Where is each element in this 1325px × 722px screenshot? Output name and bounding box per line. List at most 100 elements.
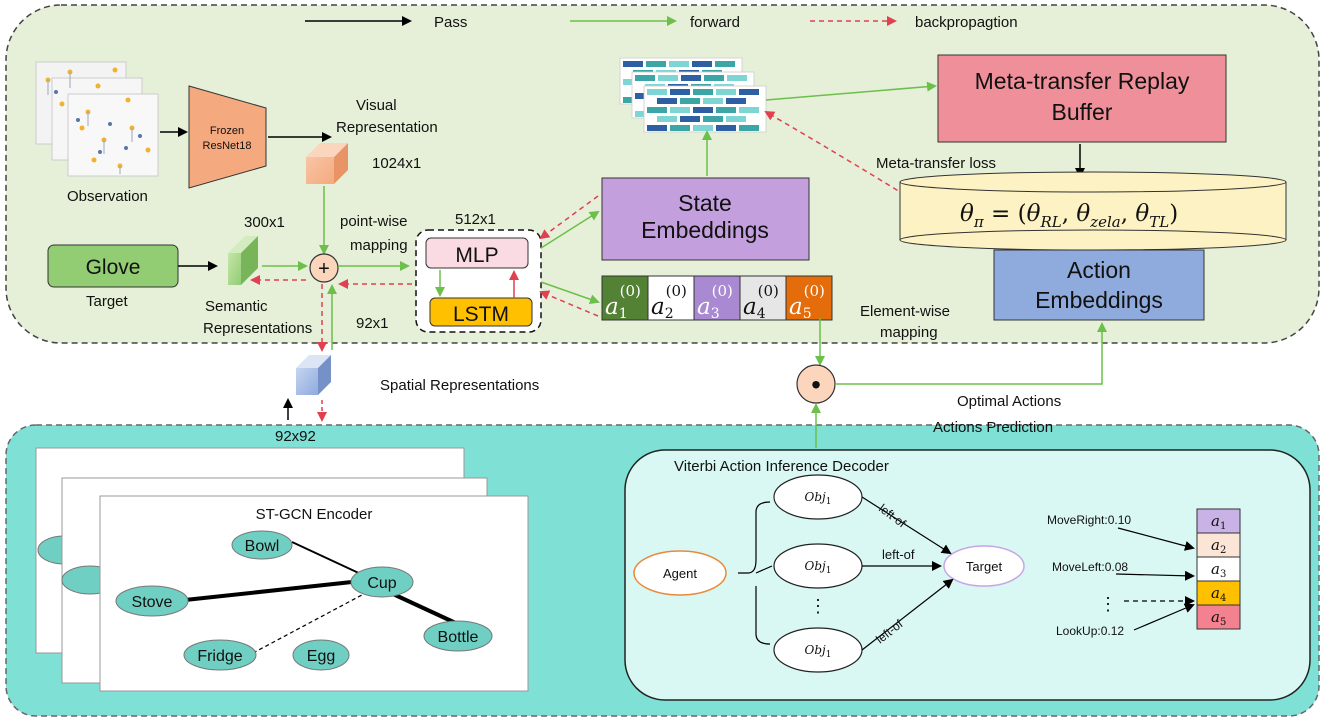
action-stack-cell-1	[1196, 508, 1241, 534]
action-stack-label-4: a4	[1211, 584, 1226, 604]
parameter-cylinder	[899, 171, 1287, 251]
prob-move-left: MoveLeft:0.08	[1052, 560, 1128, 574]
glove-label: Glove	[86, 256, 141, 279]
mlp-block	[425, 237, 529, 269]
frozen-resnet18-block	[188, 85, 267, 189]
legend-pass-label: Pass	[434, 14, 467, 31]
parameter-equation: θπ = (θRL, θzela, θTL)	[960, 201, 1178, 231]
initial-action-label-4: a4(0)	[743, 282, 779, 322]
action-stack-label-2: a2	[1211, 536, 1226, 556]
stgcn-node-label-fridge: Fridge	[197, 648, 242, 665]
action-stack-cell-4	[1196, 580, 1241, 606]
action-embeddings-box	[993, 249, 1205, 321]
action-stack-label-5: a5	[1211, 608, 1226, 628]
policy-dim-label: 512x1	[455, 211, 496, 228]
brick	[715, 61, 735, 67]
backprop-state-to-policy	[539, 195, 599, 240]
elementwise-dot: •	[811, 369, 821, 400]
brick	[727, 75, 747, 81]
brick	[693, 125, 713, 131]
pointwise-label-line1: point-wise	[340, 213, 408, 230]
state-embeddings-box	[601, 177, 810, 261]
stgcn-node-stove	[115, 585, 189, 617]
brick	[704, 75, 724, 81]
resnet-label-line1: Frozen	[210, 125, 244, 137]
brick	[716, 89, 736, 95]
brick	[739, 125, 759, 131]
stgcn-node-label-bowl: Bowl	[245, 538, 280, 555]
visual-rep-label-line2: Representation	[336, 119, 438, 136]
stgcn-node-cup	[350, 566, 414, 598]
observation-label: Observation	[67, 188, 148, 205]
embedding-brick-stack	[619, 57, 767, 133]
brick	[739, 89, 759, 95]
state-embeddings-line2: Embeddings	[641, 217, 769, 243]
elementwise-label-line1: Element-wise	[860, 303, 950, 320]
mlp-label: MLP	[455, 244, 498, 267]
legend: Pass forward backpropagtion	[305, 14, 1018, 31]
obj-node-label-1: Obj1	[805, 490, 832, 507]
stgcn-title: ST-GCN Encoder	[256, 506, 373, 523]
target-node	[943, 545, 1025, 587]
stgcn-node-bottle	[423, 620, 493, 652]
initial-action-label-3: a3(0)	[697, 282, 733, 322]
arrow-moveright-to-stack	[1117, 527, 1195, 551]
spatial-dim-label-bottom: 92x92	[275, 428, 316, 445]
brick	[635, 75, 655, 81]
target-label: Target	[86, 293, 129, 310]
brick	[726, 116, 746, 122]
prob-look-up: LookUp:0.12	[1056, 624, 1124, 638]
obj-node-label-3: Obj1	[805, 643, 832, 660]
agent-brace	[738, 501, 771, 645]
brick	[647, 107, 667, 113]
meta-transfer-loss-label: Meta-transfer loss	[876, 155, 996, 172]
arrow-lookup-to-stack	[1133, 603, 1195, 631]
visual-representation-cube	[306, 143, 348, 184]
semantic-rep-label-line2: Representations	[203, 320, 312, 337]
brick	[692, 61, 712, 67]
initial-action-cell-5	[785, 275, 833, 321]
arrow-dot-to-action-embeddings	[836, 322, 1107, 385]
lstm-label: LSTM	[453, 303, 509, 326]
actions-prediction-label: Actions Prediction	[933, 419, 1053, 436]
brick	[658, 75, 678, 81]
obj-node-label-2: Obj1	[805, 559, 832, 576]
stgcn-node-label-stove: Stove	[132, 594, 173, 611]
stgcn-node-fridge	[183, 639, 257, 671]
brick	[670, 125, 690, 131]
initial-action-cell-1	[601, 275, 649, 321]
action-stack-cell-5	[1196, 604, 1241, 630]
stgcn-node-egg	[292, 639, 350, 671]
prob-move-right: MoveRight:0.10	[1047, 513, 1131, 527]
stgcn-node-bowl	[231, 530, 293, 560]
target-node-label: Target	[966, 559, 1003, 574]
backprop-actions-to-policy	[539, 290, 599, 317]
brick	[680, 116, 700, 122]
initial-action-label-1: a1(0)	[605, 282, 641, 322]
optimal-actions-label: Optimal Actions	[957, 393, 1061, 410]
brick	[669, 61, 689, 67]
observation-images	[35, 61, 159, 177]
visual-dim-label: 1024x1	[372, 155, 421, 172]
brick	[646, 61, 666, 67]
stgcn-node-label-cup: Cup	[367, 575, 396, 592]
brick	[726, 98, 746, 104]
initial-actions-row: a1(0)a2(0)a3(0)a4(0)a5(0)	[601, 275, 833, 322]
brick	[647, 89, 667, 95]
stgcn-node-label-egg: Egg	[307, 648, 335, 665]
spatial-rep-label: Spatial Representations	[380, 377, 539, 394]
brick	[703, 98, 723, 104]
replay-buffer-line1: Meta-transfer Replay	[975, 68, 1190, 94]
brick	[657, 98, 677, 104]
edge-label-mid: left-of	[882, 547, 915, 562]
brick	[680, 98, 700, 104]
arrow-policy-to-state	[540, 210, 600, 249]
brick	[623, 61, 643, 67]
arrow-policy-to-actions	[540, 281, 600, 305]
meta-transfer-replay-buffer	[937, 54, 1227, 143]
semantic-rep-label-line1: Semantic	[205, 298, 268, 315]
action-stack-cell-3	[1196, 556, 1241, 582]
